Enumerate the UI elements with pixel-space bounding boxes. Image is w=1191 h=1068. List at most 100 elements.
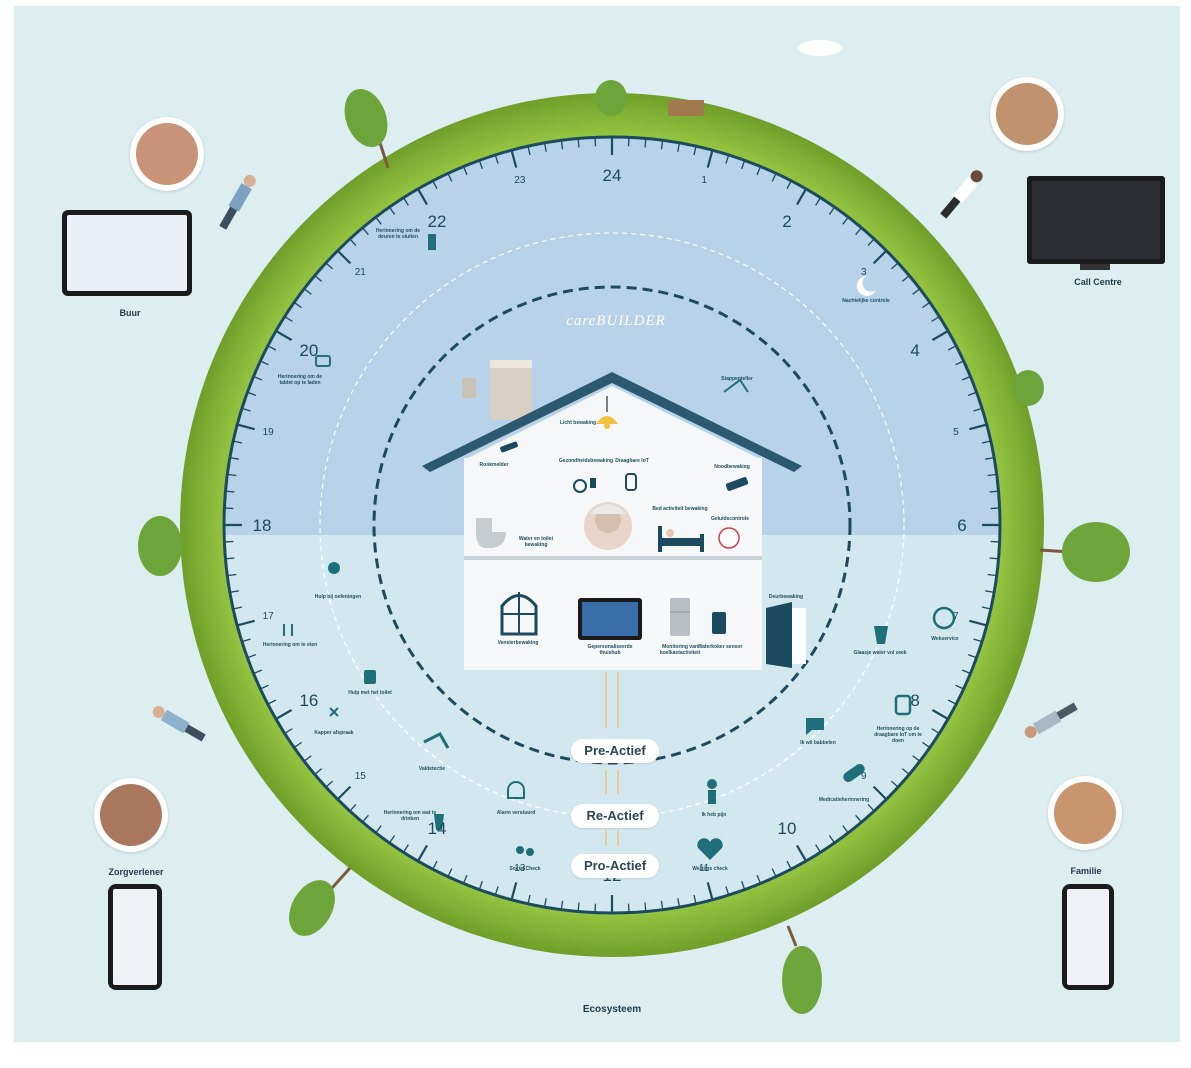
trees (138, 40, 1130, 1014)
clock-tick (706, 149, 714, 168)
clock-tick (961, 669, 971, 675)
clock-tick (233, 606, 243, 610)
clock-tick (969, 619, 988, 627)
label-herinnering-drinken: Herinnering om wat te drinken (383, 810, 437, 822)
hour-label: 14 (427, 818, 447, 838)
clock-tick (233, 440, 243, 444)
clock-tick (260, 684, 269, 690)
moon-icon (856, 276, 876, 296)
mode-arrows (605, 672, 619, 846)
mode-pro-actief: Pro-Actief (571, 854, 659, 878)
clock-tick (284, 315, 293, 322)
clock-tick (402, 197, 409, 206)
clock-tick (314, 275, 323, 282)
smoke-detector-icon (500, 441, 518, 453)
clock-tick (247, 391, 257, 396)
label-zorgverlener: Zorgverlener (108, 867, 164, 877)
avatar-call-centre (990, 77, 1064, 151)
figure-buur (219, 174, 256, 230)
clock-ticks (224, 137, 1000, 913)
clock-tick (855, 814, 862, 823)
clock-tick (987, 473, 997, 477)
tree-bottom-left (289, 866, 352, 936)
carebuilder-logo: careBUILDER (566, 313, 666, 329)
clock-tick (388, 835, 396, 844)
clock-tick (725, 154, 730, 164)
clock-tick (989, 490, 999, 493)
outer-dashed-ring (319, 232, 905, 818)
clock-tick (981, 440, 991, 444)
tablet-hub-icon (578, 598, 642, 640)
house (422, 360, 806, 670)
clock-tick (931, 728, 940, 735)
clock-tick (447, 173, 453, 182)
avatar-familie (1048, 776, 1122, 850)
camera-icon (725, 477, 749, 491)
stairs-icon (723, 378, 749, 393)
clock-tick (969, 423, 988, 431)
hour-label: 19 (262, 426, 274, 438)
hour-label: 16 (299, 690, 319, 710)
clock-tick (362, 814, 369, 823)
hour-label: 22 (427, 212, 447, 232)
clock-tick (644, 138, 647, 148)
label-herinnering-eten: Herinnering om te eten (262, 642, 318, 648)
figures (152, 170, 1078, 742)
clock-tick (227, 473, 237, 477)
clock-tick (241, 638, 251, 643)
clock-tick (478, 880, 483, 890)
pain-person-icon (707, 779, 717, 789)
clock-tick (842, 825, 849, 834)
clock-tick (275, 330, 293, 341)
label-rookmelder: Rookmelder (479, 462, 509, 468)
hour-label: 20 (299, 340, 319, 360)
clock-tick (229, 456, 239, 460)
label-geluidscontrole: Geluidscontrole (710, 516, 750, 522)
clock-tick (577, 902, 580, 912)
hour-label: 5 (953, 426, 959, 438)
avatar-buur (130, 117, 204, 191)
lamp-icon (596, 416, 618, 424)
exercise-icon (328, 562, 340, 574)
label-call-centre: Call Centre (1074, 277, 1122, 287)
tree-right (1039, 522, 1130, 582)
clock-tick (890, 780, 899, 788)
toilet-help-icon (364, 670, 376, 684)
alarm-bell-icon (507, 781, 525, 799)
label-social-check: Social Check (509, 866, 541, 872)
clock-tick (293, 741, 302, 749)
toilet-icon (476, 518, 506, 548)
clock-tick (349, 803, 357, 812)
clock-tick (247, 654, 257, 659)
clock-tick (947, 699, 957, 705)
clock-tick (872, 785, 888, 801)
clock-tick (402, 844, 409, 853)
scissors-icon (329, 707, 339, 717)
clock-tick (527, 146, 531, 156)
clock-tick (577, 138, 580, 148)
hour-label: 23 (514, 175, 526, 187)
tree-top-center (595, 80, 627, 116)
figure-familie (1024, 702, 1078, 738)
clock-tick (543, 898, 547, 908)
label-water-toilet: Water en toilet bewaking (518, 536, 554, 548)
clock-tick (973, 638, 983, 643)
label-deurbewaking: Deurbewaking (768, 594, 804, 600)
clock-tick (867, 238, 875, 247)
clock-tick (912, 288, 921, 295)
bench (668, 100, 704, 116)
label-kapper-afspraak: Kapper afspraak (314, 730, 354, 736)
clock-tick (432, 180, 438, 190)
clock-tick (293, 301, 302, 309)
clock-tick (912, 755, 921, 762)
figure-zorgverlener (152, 706, 206, 742)
door-reminder-icon (428, 234, 436, 250)
clock-tick (922, 741, 931, 749)
clock-tick (725, 886, 730, 896)
label-wellness-check: Welzijns check (692, 866, 728, 872)
label-nachtelijke-controle: Nachtelijke controle (842, 298, 890, 304)
hour-label: 2 (782, 212, 792, 232)
clock-tick (336, 785, 352, 801)
kettle-icon (712, 612, 726, 634)
